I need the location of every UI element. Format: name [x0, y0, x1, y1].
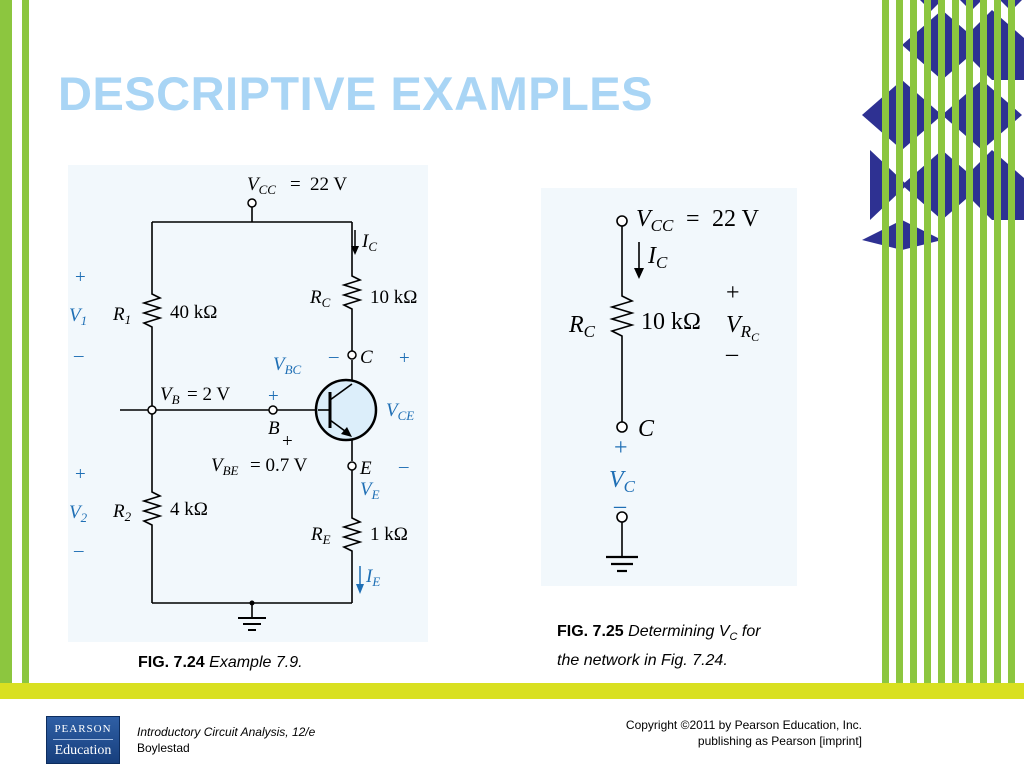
- vcc-value-2: 22 V: [712, 206, 760, 232]
- footer-band: [0, 683, 1024, 699]
- vcc-equals-2: =: [686, 206, 700, 232]
- ie-arrow-icon: [356, 566, 364, 594]
- book-title: Introductory Circuit Analysis, 12/e: [137, 725, 316, 739]
- c-terminal-2: [616, 421, 628, 433]
- base-label: B: [268, 418, 280, 439]
- vbc-plus: +: [268, 386, 279, 407]
- r2-value: 4 kΩ: [170, 499, 208, 520]
- vb-node: [147, 405, 157, 415]
- resistor-re: [341, 515, 363, 554]
- caption-text: Determining VC for: [628, 623, 761, 644]
- ic-arrow-icon: [351, 230, 359, 255]
- base-terminal: [268, 405, 278, 415]
- decorative-pattern: [862, 0, 1024, 685]
- ground-icon: [238, 617, 266, 631]
- vc-label: VC: [609, 467, 636, 496]
- footer-copyright: Copyright ©2011 by Pearson Education, In…: [626, 717, 862, 749]
- vrc-minus: –: [725, 341, 739, 367]
- vb-value: = 2 V: [187, 384, 230, 405]
- rc-label-2: RC: [568, 312, 596, 341]
- emitter-terminal: [347, 461, 357, 471]
- v1-plus: +: [75, 267, 86, 288]
- imprint-text: publishing as Pearson [imprint]: [697, 734, 862, 748]
- collector-terminal: [347, 350, 357, 360]
- footer-book: Introductory Circuit Analysis, 12/e Boyl…: [137, 724, 315, 756]
- vrc-plus: +: [726, 280, 740, 306]
- left-stripe: [0, 0, 12, 685]
- c-label-2: C: [638, 416, 655, 442]
- resistor-rc-2: [609, 292, 635, 340]
- resistor-r1: [141, 291, 163, 330]
- book-author: Boylestad: [137, 741, 190, 755]
- emitter-label: E: [359, 458, 372, 479]
- vcc-equals: =: [290, 174, 301, 195]
- caption-text: Example 7.9.: [209, 654, 303, 671]
- ground-terminal-2: [616, 511, 628, 523]
- rc-value-2: 10 kΩ: [641, 309, 701, 335]
- figure-7-25-panel: [541, 188, 797, 586]
- left-stripe: [22, 0, 29, 685]
- ic-label-2: IC: [647, 243, 668, 272]
- pearson-logo: PEARSON Education: [46, 716, 120, 764]
- figure-7-24-caption: FIG. 7.24 Example 7.9.: [138, 651, 303, 675]
- vce-plus: +: [399, 348, 410, 369]
- npn-transistor-icon: [314, 378, 378, 442]
- ground-node: [249, 600, 255, 606]
- vcc-symbol-2: VCC: [636, 206, 674, 235]
- re-value: 1 kΩ: [370, 524, 408, 545]
- slide-title: DESCRIPTIVE EXAMPLES: [58, 67, 653, 120]
- vbe-value: = 0.7 V: [250, 455, 308, 476]
- vrc-label: VRC: [726, 312, 760, 344]
- r1-value: 40 kΩ: [170, 302, 217, 323]
- ic-arrow-icon: [634, 242, 644, 279]
- vbe-plus: +: [282, 431, 293, 452]
- vc-plus: +: [614, 435, 628, 461]
- vcc-value: 22 V: [310, 174, 347, 195]
- vcc-terminal-2: [616, 215, 628, 227]
- copyright-text: Copyright ©2011 by Pearson Education, In…: [625, 718, 862, 732]
- v2-minus: –: [73, 540, 84, 561]
- resistor-rc: [341, 273, 363, 312]
- figure-7-25-caption: FIG. 7.25 Determining VC for the network…: [557, 620, 761, 673]
- vc-minus: –: [613, 493, 627, 519]
- collector-label: C: [360, 347, 373, 368]
- v2-plus: +: [75, 464, 86, 485]
- caption-text-line2: the network in Fig. 7.24.: [557, 652, 728, 670]
- ground-icon: [606, 555, 638, 573]
- resistor-r2: [141, 489, 163, 528]
- vce-minus: –: [398, 456, 409, 477]
- caption-label: FIG. 7.24: [138, 654, 205, 671]
- rc-value: 10 kΩ: [370, 287, 417, 308]
- vcc-terminal: [247, 198, 257, 208]
- v1-minus: –: [73, 345, 84, 366]
- caption-label: FIG. 7.25: [557, 623, 624, 640]
- vbc-minus: –: [328, 346, 339, 367]
